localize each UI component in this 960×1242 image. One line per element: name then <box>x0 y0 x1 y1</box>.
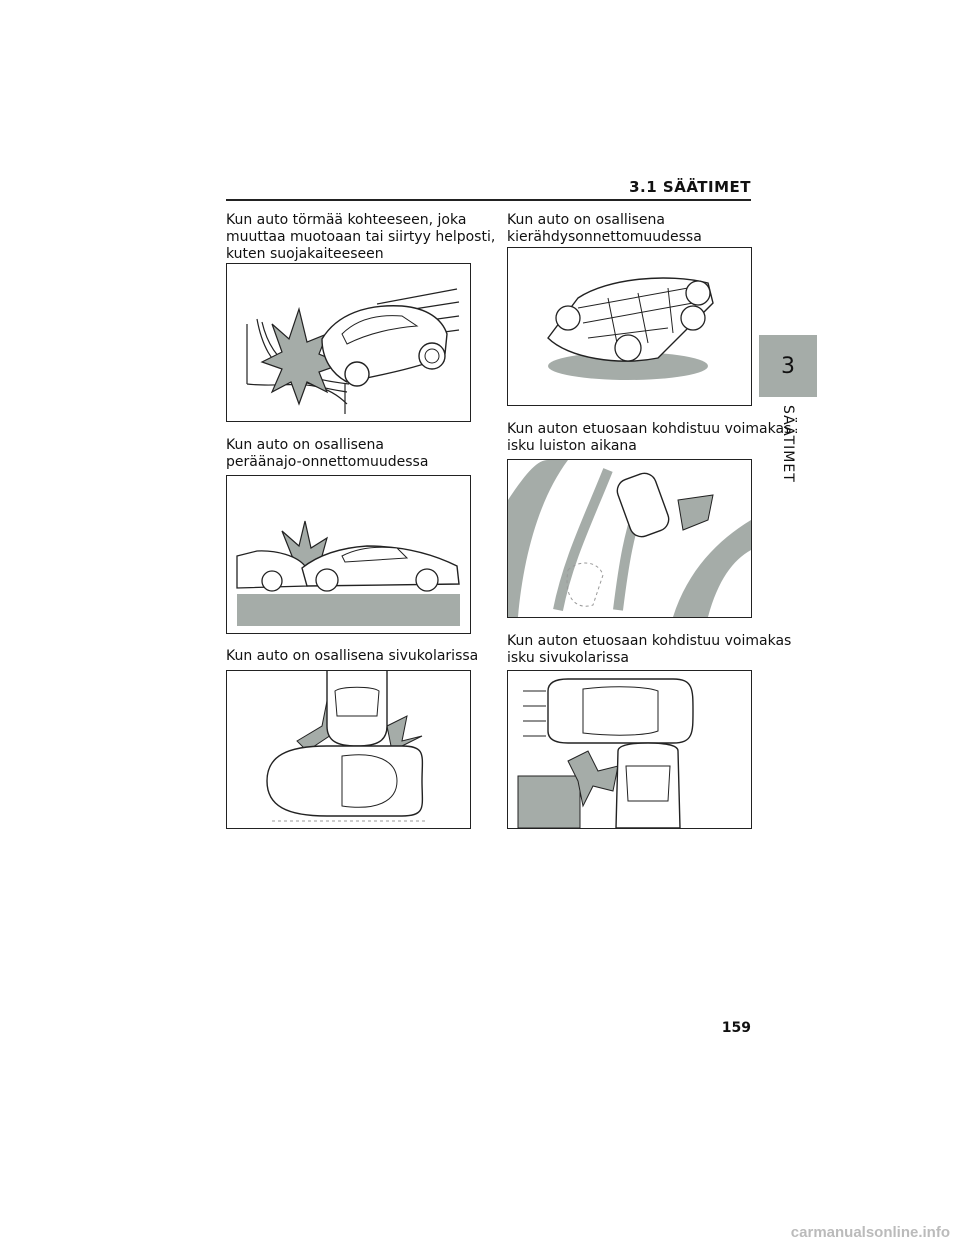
caption-line: Kun auton etuosaan kohdistuu voimakas <box>507 421 792 437</box>
caption-skid: Kun auton etuosaan kohdistuu voimakas is… <box>507 421 791 455</box>
figure-skid <box>507 459 752 618</box>
figure-side-collision <box>226 670 471 829</box>
caption-rollover: Kun auto on osallisena kierähdysonnettom… <box>507 212 702 246</box>
caption-line: Kun auto törmää kohteeseen, joka <box>226 212 467 228</box>
caption-guardrail: Kun auto törmää kohteeseen, joka muuttaa… <box>226 212 495 263</box>
caption-side-collision: Kun auto on osallisena sivukolarissa <box>226 648 478 665</box>
header-rule <box>226 199 751 201</box>
section-header: 3.1 SÄÄTIMET <box>629 178 751 196</box>
caption-line: peräänajo-onnettomuudessa <box>226 454 429 470</box>
caption-line: isku sivukolarissa <box>507 650 629 666</box>
chapter-title-vertical: SÄÄTIMET <box>780 405 796 483</box>
caption-line: Kun auto on osallisena sivukolarissa <box>226 648 479 664</box>
caption-line: kuten suojakaiteeseen <box>226 246 384 262</box>
figure-front-side-collision <box>507 670 752 829</box>
figure-rollover <box>507 247 752 406</box>
caption-line: Kun auto on osallisena <box>226 437 384 453</box>
caption-line: kierähdysonnettomuudessa <box>507 229 702 245</box>
caption-front-side-collision: Kun auton etuosaan kohdistuu voimakas is… <box>507 633 791 667</box>
figure-guardrail-crash <box>226 263 471 422</box>
chapter-tab[interactable]: 3 <box>759 335 817 397</box>
caption-line: muuttaa muotoaan tai siirtyy helposti, <box>226 229 496 245</box>
figure-rear-end <box>226 475 471 634</box>
page-number: 159 <box>721 1020 751 1036</box>
caption-line: isku luiston aikana <box>507 438 637 454</box>
caption-rear-end: Kun auto on osallisena peräänajo-onnetto… <box>226 437 428 471</box>
caption-line: Kun auton etuosaan kohdistuu voimakas <box>507 633 792 649</box>
caption-line: Kun auto on osallisena <box>507 212 665 228</box>
watermark[interactable]: carmanualsonline.info <box>790 1224 950 1241</box>
